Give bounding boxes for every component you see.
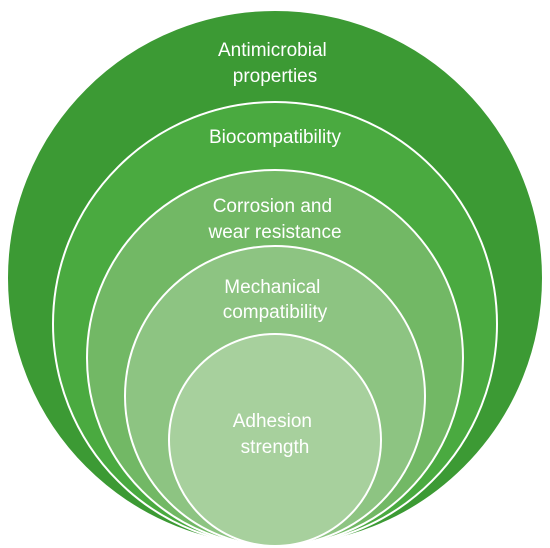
label-biocompatibility-line-1: Biocompatibility — [209, 127, 341, 148]
label-antimicrobial-properties-line-2: properties — [233, 66, 318, 87]
label-antimicrobial-properties: Antimicrobial properties — [218, 40, 332, 87]
label-mechanical-compatibility-line-1: Mechanical — [224, 277, 320, 298]
label-mechanical-compatibility-line-2: compatibility — [223, 302, 328, 323]
label-corrosion-and-wear-resistance-line-1: Corrosion and — [213, 196, 332, 217]
label-corrosion-and-wear-resistance: Corrosion and wear resistance — [207, 196, 341, 243]
label-adhesion-strength-line-2: strength — [241, 437, 310, 458]
label-mechanical-compatibility: Mechanical compatibility — [223, 277, 328, 323]
circle-adhesion-strength — [168, 333, 382, 547]
label-antimicrobial-properties-line-1: Antimicrobial — [218, 40, 327, 61]
label-adhesion-strength: Adhesion strength — [233, 411, 318, 458]
label-corrosion-and-wear-resistance-line-2: wear resistance — [207, 222, 341, 243]
layer-adhesion-strength: Adhesion strength — [168, 333, 382, 547]
label-adhesion-strength-line-1: Adhesion — [233, 411, 312, 432]
label-biocompatibility: Biocompatibility — [209, 127, 341, 148]
